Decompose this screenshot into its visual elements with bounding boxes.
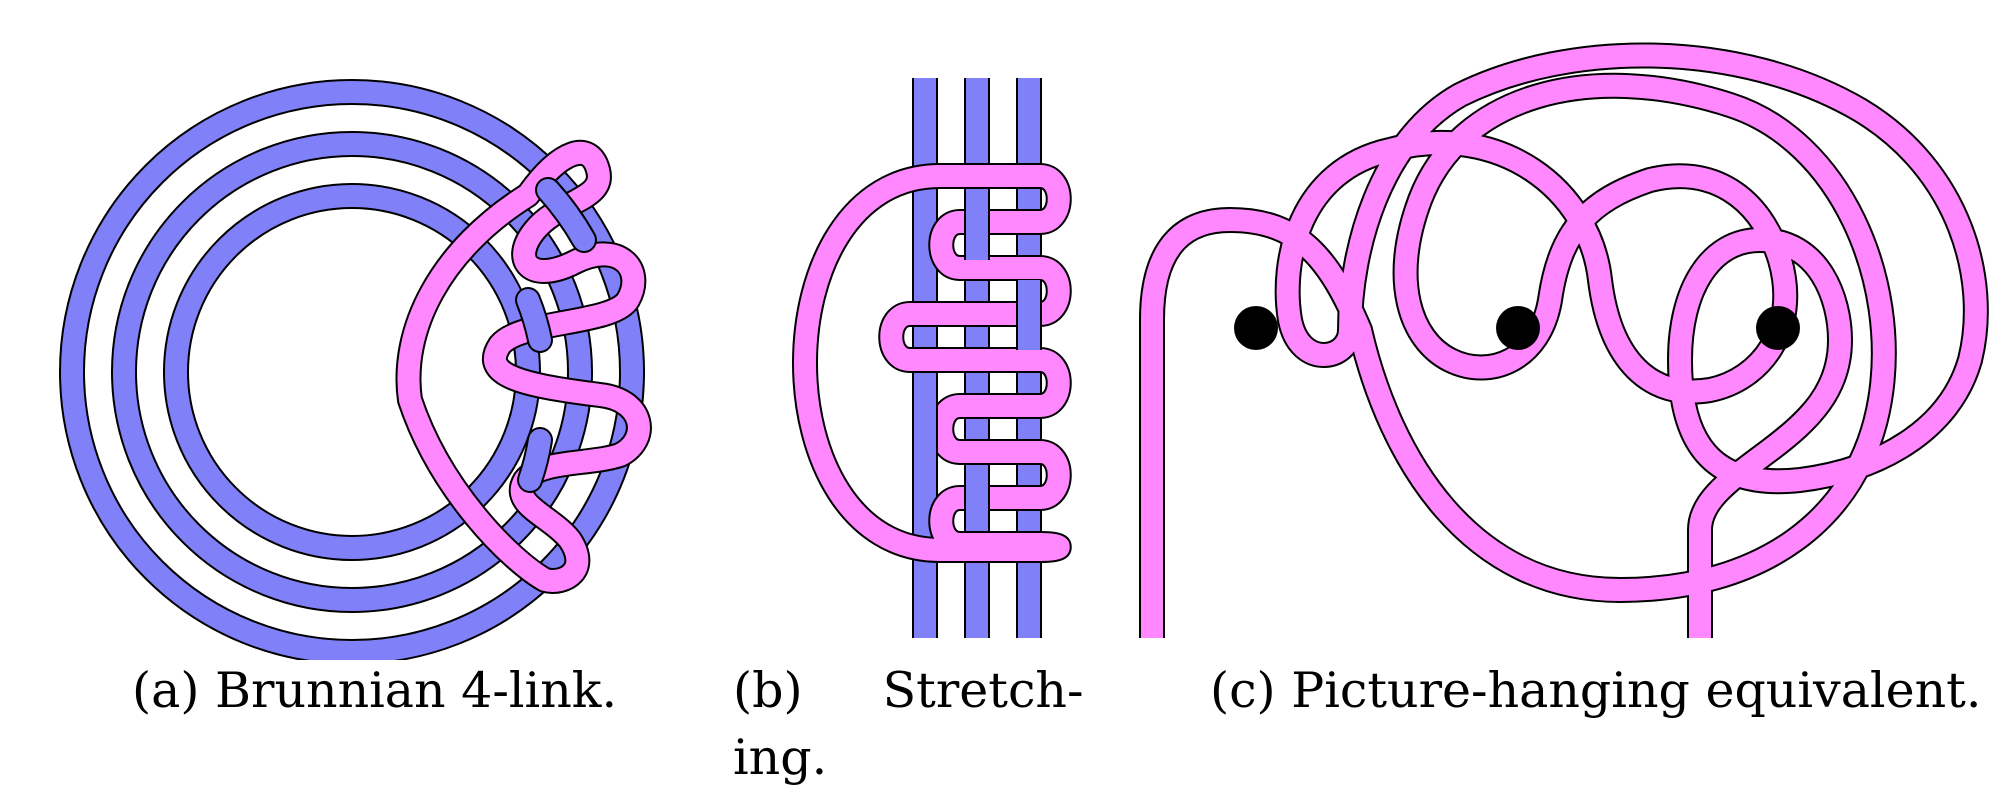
pink-serpentine bbox=[794, 165, 1070, 561]
blue-ring-middle bbox=[113, 133, 591, 611]
caption-brunnian: (a) Brunnian 4-link. bbox=[132, 660, 617, 722]
caption-a-label: (a) bbox=[132, 662, 200, 719]
caption-stretching: (b) Stretch- bbox=[733, 660, 1084, 722]
nail-right bbox=[1756, 306, 1800, 350]
picture-hanging-drawing bbox=[1120, 0, 2013, 660]
blue-overpass-2 bbox=[517, 289, 551, 351]
blue-overpass-1 bbox=[537, 179, 595, 251]
caption-b-cont: ing. bbox=[733, 729, 828, 786]
stretching-drawing bbox=[792, 78, 1072, 638]
caption-c-label: (c) bbox=[1210, 662, 1276, 719]
panel-stretching bbox=[720, 0, 1100, 799]
pink-rope-outline bbox=[1152, 55, 1976, 638]
pink-loop bbox=[397, 141, 650, 592]
panel-picture-hanging bbox=[1120, 0, 2013, 799]
caption-a-text: Brunnian 4-link. bbox=[215, 662, 618, 719]
brunnian-link-drawing bbox=[59, 79, 652, 660]
blue-ring-outer bbox=[61, 81, 643, 660]
caption-c-text: Picture-hanging equivalent. bbox=[1291, 662, 1982, 719]
caption-picture-hanging: (c) Picture-hanging equivalent. bbox=[1210, 660, 1981, 722]
caption-b-label: (b) bbox=[733, 662, 803, 719]
caption-b-text: Stretch- bbox=[882, 662, 1084, 719]
caption-stretching-continuation: ing. bbox=[733, 727, 827, 789]
blue-overpass-3 bbox=[519, 429, 551, 491]
nail-left bbox=[1234, 306, 1278, 350]
nail-middle bbox=[1496, 306, 1540, 350]
panel-brunnian-link bbox=[0, 0, 720, 799]
